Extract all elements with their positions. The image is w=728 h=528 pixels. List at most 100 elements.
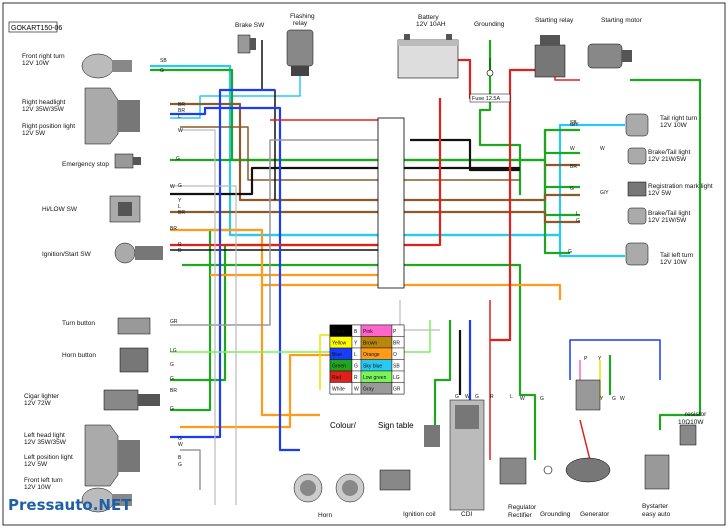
left-component-spec: 12V 35W/35W xyxy=(24,439,67,446)
wire-blue-1 xyxy=(170,106,300,452)
wire-code: G xyxy=(475,394,479,400)
colour-name: Yellow xyxy=(332,341,347,347)
colour-name: Green xyxy=(332,364,346,370)
colour-sign: LG xyxy=(393,375,400,381)
wire-white-2 xyxy=(180,129,216,505)
left-component-spec: 12V 72W xyxy=(24,400,52,407)
bystarter-label-1: Bystarter xyxy=(642,503,669,510)
wire-blue-4 xyxy=(569,339,661,380)
brake-sw-label: Brake SW xyxy=(235,22,265,29)
wire-red-2 xyxy=(170,98,442,247)
wire-code: W xyxy=(600,146,605,152)
grounding-bottom-icon xyxy=(543,465,553,475)
colour-sign: P xyxy=(393,329,397,335)
right-component-spec: 12V 21W/5W xyxy=(648,156,687,163)
right-component-spec: 12V 10W xyxy=(660,259,688,266)
right-headlight-icon xyxy=(84,87,140,145)
battery-label-2: 12V 10AH xyxy=(416,21,446,28)
wire-code: BR xyxy=(170,388,177,394)
wire-green-5 xyxy=(543,130,580,155)
left-component-name: Left position light xyxy=(24,454,73,461)
wire-code: LG xyxy=(170,348,177,354)
wire-code-labels: SBGBRBRLWGGWYLBRBRRBGRLGGGBRGGWBGG/YWBRG… xyxy=(160,58,625,468)
wire-code: G xyxy=(576,218,580,224)
wire-code: SB xyxy=(570,120,577,126)
brake-tail-light-icon xyxy=(627,147,647,165)
wire-code: BR xyxy=(178,102,185,108)
tail-left-turn-icon xyxy=(625,242,649,266)
left-component-name: Cigar lighter xyxy=(24,393,60,400)
resistor-icon xyxy=(679,424,697,446)
wire-skyblue-3 xyxy=(170,60,301,119)
wire-code: L xyxy=(576,211,579,217)
colour-sign: GR xyxy=(393,387,401,393)
ignition-coil-icon xyxy=(379,425,440,491)
wire-code: BR xyxy=(170,226,177,232)
colour-sign: Y xyxy=(354,341,358,347)
colour-table-title-1: Colour/ xyxy=(330,421,357,430)
wire-orange-2 xyxy=(262,283,562,300)
wire-gray-2 xyxy=(180,449,201,490)
regulator-label-1: Regulator xyxy=(508,504,537,511)
left-component-name: Right headlight xyxy=(22,99,66,106)
wire-code: P xyxy=(584,356,588,362)
wire-code: G xyxy=(178,436,182,442)
starting-relay-icon xyxy=(534,35,566,78)
wire-code: W xyxy=(170,184,175,190)
left-component-spec: 12V 35W/35W xyxy=(22,106,65,113)
wire-code: W xyxy=(570,146,575,152)
right-component-spec: 12V 21W/5W xyxy=(648,217,687,224)
wire-gray-1 xyxy=(170,139,380,326)
grounding-top-label: Grounding xyxy=(474,21,505,28)
colour-name: Low green xyxy=(363,375,387,381)
left-component-name: Hi/LOW SW xyxy=(42,206,78,213)
wire-code: W xyxy=(520,396,525,402)
wire-blue-2 xyxy=(170,88,275,439)
registration-light-icon xyxy=(627,181,647,197)
colour-sign: R xyxy=(354,375,358,381)
tail-right-turn-icon xyxy=(625,113,649,137)
wire-white-1 xyxy=(170,185,237,505)
bystarter-label-2: easy auto xyxy=(642,511,671,518)
wire-green-10 xyxy=(433,320,452,430)
ignition-switch-icon xyxy=(114,242,163,264)
grounding-bottom-label: Grounding xyxy=(540,511,571,518)
left-component-spec: 12V 10W xyxy=(22,60,50,67)
wire-code: W xyxy=(465,394,470,400)
right-component-name: Registration mark light xyxy=(648,183,713,190)
wire-code: B xyxy=(178,455,182,461)
wire-code: G xyxy=(170,406,174,412)
starting-motor-icon xyxy=(587,43,632,69)
right-component-name: Brake/Tail light xyxy=(648,210,690,217)
right-component-spec: 12V 10W xyxy=(660,122,688,129)
colour-sign: O xyxy=(393,352,397,358)
colour-sign: G xyxy=(354,364,358,370)
flashing-relay-icon xyxy=(286,29,314,76)
fuse-icon xyxy=(469,93,511,103)
flashing-relay-label-2: relay xyxy=(293,20,308,27)
left-component-name: Left head light xyxy=(24,432,65,439)
colour-sign: L xyxy=(354,352,357,358)
colour-sign: B xyxy=(354,329,358,335)
left-component-name: Front right turn xyxy=(22,53,65,60)
wire-code: G xyxy=(455,394,459,400)
resistor-label-2: 10Ω10W xyxy=(678,419,704,426)
cdi-icon xyxy=(449,399,485,511)
generator-label: Generator xyxy=(580,511,610,518)
wire-code: W xyxy=(620,396,625,402)
wire-code: SB xyxy=(160,58,167,64)
wire-code: L xyxy=(510,394,513,400)
bystarter-icon xyxy=(644,454,670,490)
wire-code: G xyxy=(170,362,174,368)
title-box xyxy=(8,21,58,33)
wire-red-4 xyxy=(490,98,512,342)
starting-motor-label: Starting motor xyxy=(601,17,643,24)
wire-code: G xyxy=(570,186,574,192)
front-right-turn-icon xyxy=(81,53,132,79)
fuse-label: Fuse 12.5A xyxy=(472,96,500,102)
sign-cell xyxy=(391,382,405,395)
